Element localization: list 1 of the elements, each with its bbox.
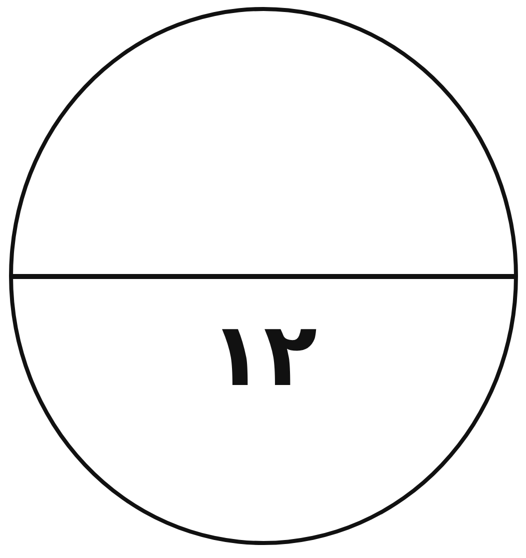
number-label: ١٢: [210, 311, 318, 399]
